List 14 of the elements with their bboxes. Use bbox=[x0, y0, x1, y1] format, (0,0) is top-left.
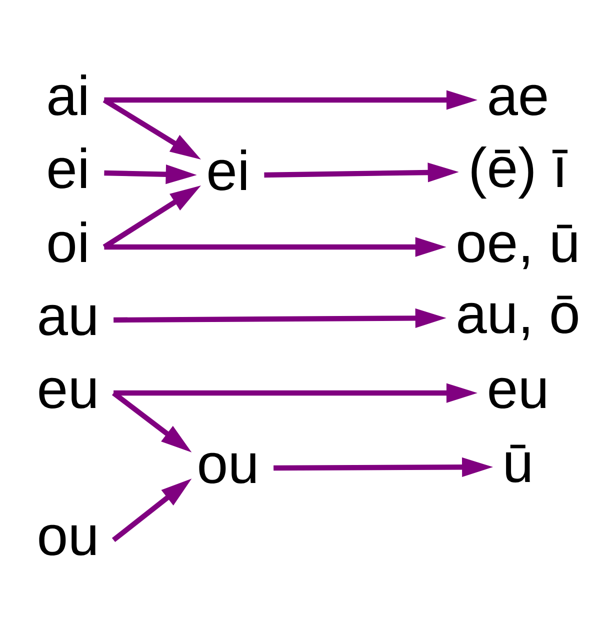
text-label: au bbox=[39, 304, 96, 336]
text-label: ei bbox=[208, 149, 246, 191]
text-label: au, ō bbox=[458, 296, 578, 340]
text-label: oi bbox=[48, 221, 86, 263]
text-label: eu bbox=[39, 378, 96, 409]
text-label: ou bbox=[199, 452, 256, 484]
text-label: eu bbox=[489, 378, 546, 409]
text-label: ae bbox=[489, 84, 547, 116]
text-label: ou bbox=[39, 524, 96, 556]
text-label: ū bbox=[506, 444, 530, 483]
text-label: ei bbox=[48, 147, 86, 189]
text-label: (ē) ī bbox=[472, 146, 568, 199]
text-label: ai bbox=[48, 74, 86, 116]
text-label: oe, ū bbox=[458, 224, 576, 270]
